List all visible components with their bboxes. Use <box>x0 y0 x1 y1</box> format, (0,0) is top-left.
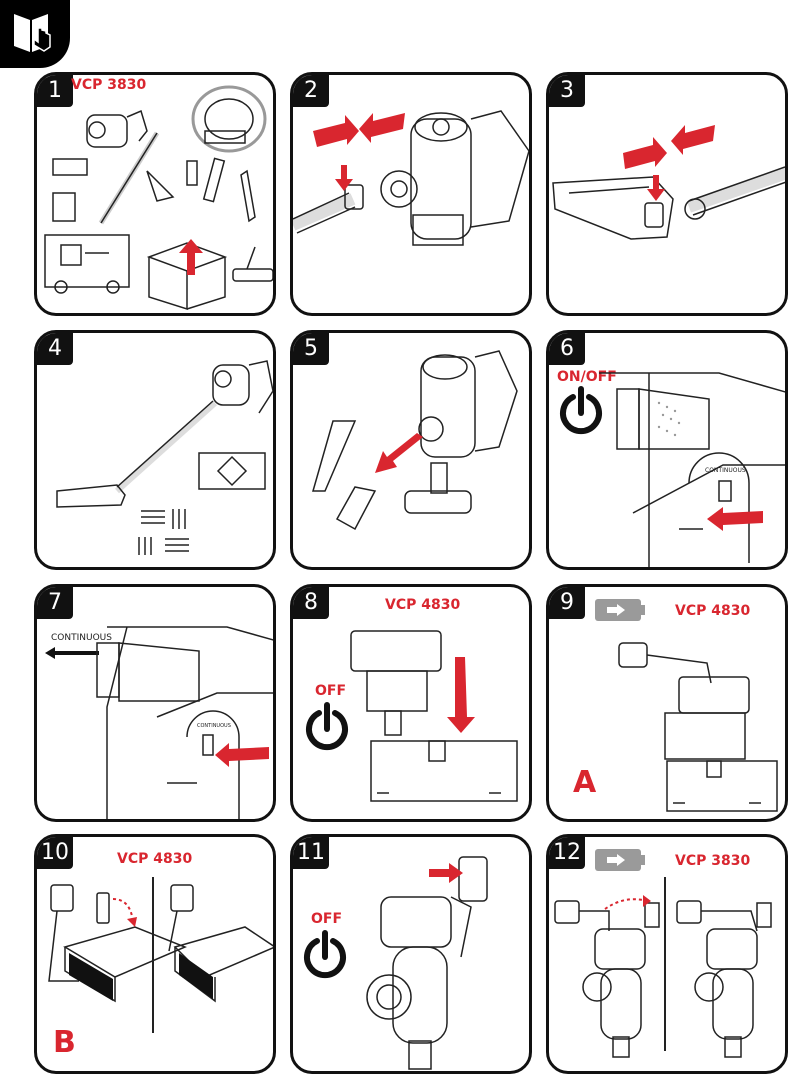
switch-label: OFF <box>311 911 343 927</box>
power-switch-illustration <box>560 372 785 567</box>
step-5-panel: 5 <box>290 330 532 570</box>
model-label: VCP 4830 <box>385 597 461 613</box>
step-number: 4 <box>37 333 73 365</box>
step-8-panel: 8 VCP 4830 OFF <box>290 584 532 822</box>
power-icon <box>304 930 346 979</box>
handheld-tools-illustration <box>312 350 518 531</box>
manual-corner-badge <box>0 0 70 68</box>
battery-charging-icon <box>595 849 645 871</box>
power-icon <box>560 386 602 435</box>
step-3-panel: 3 <box>546 72 788 316</box>
step-12-panel: 12 VCP 3830 <box>546 834 788 1074</box>
step-number: 11 <box>293 837 329 869</box>
step-number: 3 <box>549 75 585 107</box>
step-number: 12 <box>549 837 585 869</box>
step-number: 7 <box>37 587 73 619</box>
step-7-panel: 7 CONTINUOUS CONTINUOUS <box>34 584 276 822</box>
variant-letter: A <box>573 765 597 800</box>
power-icon <box>306 702 348 751</box>
step-9-panel: 9 VCP 4830 A <box>546 584 788 822</box>
step-number: 5 <box>293 333 329 365</box>
step-4-panel: 4 <box>34 330 276 570</box>
step-number: 10 <box>37 837 73 869</box>
step-number: 8 <box>293 587 329 619</box>
step-number: 9 <box>549 587 585 619</box>
manual-book-icon <box>14 14 51 52</box>
step-number: 2 <box>293 75 329 107</box>
step-10-panel: 10 VCP 4830 B <box>34 834 276 1074</box>
step-1-panel: 1 VCP 3830 <box>34 72 276 316</box>
attach-floor-head-illustration <box>552 125 785 240</box>
mode-label-small: CONTINUOUS <box>197 723 231 729</box>
wall-bracket-illustration <box>304 856 488 1070</box>
assembled-vacuum-illustration <box>56 360 273 555</box>
dock-placement-illustration <box>306 630 518 802</box>
mode-label: CONTINUOUS <box>705 467 746 474</box>
step-6-panel: 6 ON/OFF CONTINUOUS <box>546 330 788 570</box>
variant-letter: B <box>53 1025 76 1060</box>
attach-tube-illustration <box>293 110 529 246</box>
step-2-panel: 2 <box>290 72 532 316</box>
continuous-mode-illustration <box>45 626 273 819</box>
model-label: VCP 3830 <box>71 77 147 93</box>
arrow-left-icon <box>45 647 99 659</box>
model-label: VCP 3830 <box>675 853 751 869</box>
dock-wall-mount-illustration <box>48 877 273 1033</box>
wall-charging-illustration <box>554 849 772 1058</box>
mode-label: CONTINUOUS <box>51 633 112 643</box>
contents-illustration <box>44 85 273 311</box>
dock-charging-illustration <box>595 599 778 812</box>
model-label: VCP 4830 <box>117 851 193 867</box>
step-number: 1 <box>37 75 73 107</box>
switch-label: OFF <box>315 683 347 699</box>
step-11-panel: 11 OFF <box>290 834 532 1074</box>
battery-charging-icon <box>595 599 645 621</box>
step-number: 6 <box>549 333 585 365</box>
model-label: VCP 4830 <box>675 603 751 619</box>
